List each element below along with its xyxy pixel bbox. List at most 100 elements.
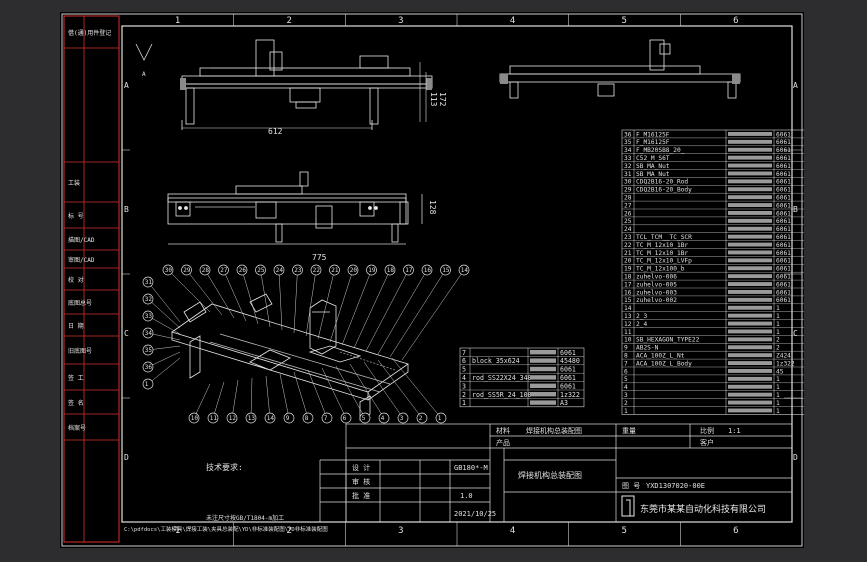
balloon-number: 15 xyxy=(442,267,450,274)
balloon-number: 34 xyxy=(145,330,153,337)
balloon-number: 19 xyxy=(368,267,376,274)
row-label: C xyxy=(793,329,798,338)
part-balloon: 7 xyxy=(307,369,333,424)
material-glyph xyxy=(728,218,772,223)
bom-qty: 6061 xyxy=(776,234,791,241)
bom-no: 1 xyxy=(462,399,466,407)
front-view-left xyxy=(180,39,433,130)
part-number: GB180*-M xyxy=(454,464,488,472)
part-balloon: 28 xyxy=(199,264,235,319)
bom-no: 36 xyxy=(624,131,632,138)
row-label: C xyxy=(124,329,129,338)
part-balloon: 30 xyxy=(162,264,211,313)
bom-name: 2_4 xyxy=(636,321,647,328)
column-label: 4 xyxy=(510,16,515,26)
balloon-number: 26 xyxy=(239,267,247,274)
balloon-number: 14 xyxy=(461,267,469,274)
bom-no: 23 xyxy=(624,234,632,241)
strip-label: 标 号 xyxy=(68,212,84,220)
dim-front-height-b: 113 xyxy=(429,92,438,107)
material-glyph xyxy=(728,132,772,136)
part-balloon: 2 xyxy=(377,359,428,424)
balloon-number: 5 xyxy=(362,415,366,422)
bom-name: SB_HEXAGON_TYPE22 xyxy=(636,337,700,344)
row-label: D xyxy=(793,453,798,462)
part-balloon: 14 xyxy=(264,375,276,424)
row-label: B xyxy=(793,205,798,214)
weight-label: 重量 xyxy=(622,427,636,435)
column-label: 4 xyxy=(510,526,515,536)
strip-label: 借(通)用件登记 xyxy=(68,29,111,37)
bom-no: 6 xyxy=(462,357,466,365)
material-glyph xyxy=(728,329,772,334)
bom-qty: 1 xyxy=(776,321,780,328)
material-glyph xyxy=(728,258,772,263)
balloon-number: 21 xyxy=(331,267,339,274)
balloon-number: 11 xyxy=(210,415,218,422)
scale-label: 比例 xyxy=(700,426,714,435)
balloon-number: 25 xyxy=(257,267,265,274)
balloon-number: 16 xyxy=(424,267,432,274)
part-balloon: 13 xyxy=(245,377,257,424)
material-glyph xyxy=(728,400,772,405)
bom-no: 16 xyxy=(624,289,632,296)
bom-qty: 2 xyxy=(776,345,780,352)
column-label: 3 xyxy=(398,526,403,536)
bom-no: 13 xyxy=(624,313,632,320)
drawing-name: 焊接机构总装配图 xyxy=(518,470,582,480)
top-view xyxy=(167,171,423,245)
balloon-number: 22 xyxy=(313,267,321,274)
strip-label: 旧底图号 xyxy=(68,347,92,355)
bom-no: 2 xyxy=(624,400,628,407)
bom-qty: 6061 xyxy=(776,210,791,217)
bom-qty: 1 xyxy=(776,313,780,320)
strip-label: 审图/CAD xyxy=(68,256,95,264)
bom-no: 24 xyxy=(624,226,632,233)
part-balloon: 15 xyxy=(389,264,451,358)
scale-value: 1:1 xyxy=(728,427,741,435)
column-label: 6 xyxy=(733,16,738,26)
bom-qty: 6061 xyxy=(560,374,576,382)
bom-no: 30 xyxy=(624,179,632,186)
material-glyph xyxy=(728,179,772,184)
bom-name: F_MB20SB8_20_ xyxy=(636,147,685,154)
bom-no: 20 xyxy=(624,258,632,265)
row-label: D xyxy=(124,453,129,462)
bom-no: 14 xyxy=(624,305,632,312)
bom-no: 27 xyxy=(624,202,632,209)
balloon-number: 6 xyxy=(343,415,347,422)
balloon-number: 1 xyxy=(145,381,149,388)
material-glyph xyxy=(530,375,556,380)
part-balloon: 31 xyxy=(142,276,181,323)
bom-qty: 6061 xyxy=(776,202,791,209)
balloon-number: 23 xyxy=(294,267,302,274)
bom-qty: 1 xyxy=(776,384,780,391)
material-glyph xyxy=(728,361,772,365)
balloon-number: 18 xyxy=(387,267,395,274)
material-glyph xyxy=(728,305,772,310)
bom-no: 31 xyxy=(624,171,632,178)
part-balloon: 3 xyxy=(363,361,409,424)
material-glyph xyxy=(530,358,556,363)
bom-qty: 45 xyxy=(776,368,784,375)
strip-label: 档案号 xyxy=(68,424,86,432)
column-label: 2 xyxy=(287,16,292,26)
balloon-number: 24 xyxy=(276,267,284,274)
svg-text:A: A xyxy=(142,71,146,78)
design-label: 设 计 xyxy=(352,463,370,472)
material-glyph xyxy=(530,383,556,388)
